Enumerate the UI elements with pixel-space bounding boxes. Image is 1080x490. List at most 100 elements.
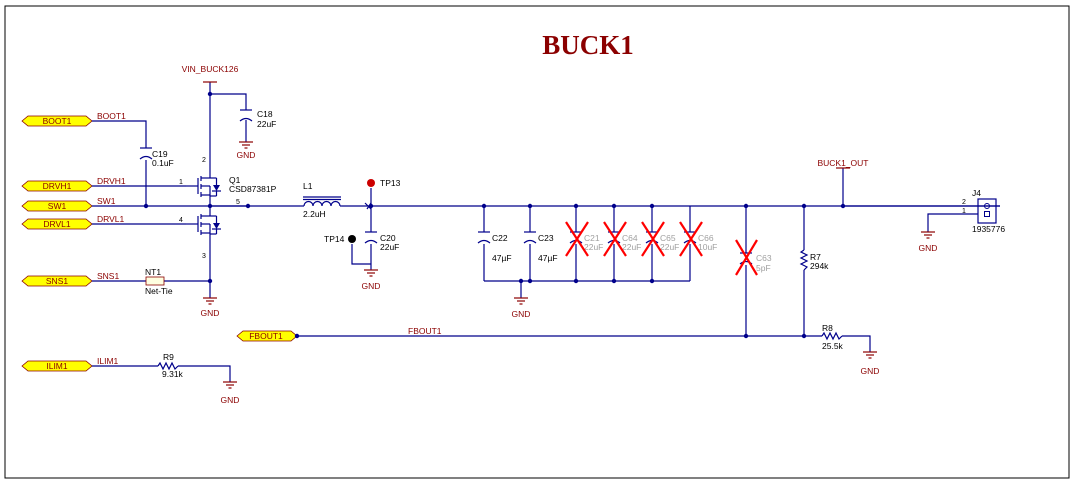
ground-c18: GND <box>237 141 256 160</box>
testpoint-tp13[interactable]: TP13 <box>367 178 401 188</box>
q1-pin-2: 2 <box>202 157 206 164</box>
port-boot1[interactable]: BOOT1 <box>21 115 93 127</box>
ground-r8: GND <box>861 351 880 376</box>
j4-pin-2: 2 <box>962 199 966 206</box>
j4-value: 1935776 <box>972 224 1005 234</box>
dnp-mark <box>641 221 665 257</box>
resistor-r8[interactable]: R8 25.5k <box>821 323 844 351</box>
connector-j4[interactable]: J4 1935776 2 1 <box>962 188 1005 234</box>
vin-net-label: VIN_BUCK126 <box>182 64 239 74</box>
net-label-boot1: BOOT1 <box>97 111 126 121</box>
gnd-label: GND <box>237 150 256 160</box>
r8-value: 25.5k <box>822 341 844 351</box>
c23-ref: C23 <box>538 233 554 243</box>
port-ilim1[interactable]: ILIM1 <box>21 360 93 372</box>
c21-ref: C21 <box>584 233 600 243</box>
c22-value: 47µF <box>492 253 512 263</box>
capacitor-c20[interactable]: C20 22uF <box>364 231 399 252</box>
gnd-label: GND <box>362 281 381 291</box>
wires <box>92 82 1000 382</box>
port-label: BOOT1 <box>43 116 72 126</box>
l1-value: 2.2uH <box>303 209 326 219</box>
q1-ref: Q1 <box>229 175 241 185</box>
mosfet-q1[interactable]: Q1 CSD87381P 2 1 5 4 3 <box>179 157 277 260</box>
q1-pin-5: 5 <box>236 199 240 206</box>
resistor-r9[interactable]: R9 9.31k <box>157 352 184 379</box>
capacitor-c66-dnp[interactable]: C66 10uF <box>679 221 717 257</box>
nt1-value: Net-Tie <box>145 286 173 296</box>
net-label-fbout1: FBOUT1 <box>408 326 442 336</box>
q1-pin-4: 4 <box>179 217 183 224</box>
gnd-label: GND <box>919 243 938 253</box>
c19-ref: C19 <box>152 149 168 159</box>
port-sw1[interactable]: SW1 <box>21 200 93 212</box>
c66-ref: C66 <box>698 233 714 243</box>
ground-c20: GND <box>362 269 381 291</box>
capacitor-c63-dnp[interactable]: C63 5pF <box>735 239 772 276</box>
c22-ref: C22 <box>492 233 508 243</box>
j4-ref: J4 <box>972 188 981 198</box>
c65-value: 22uF <box>660 242 679 252</box>
c19-value: 0.1uF <box>152 158 174 168</box>
port-label: SW1 <box>48 201 67 211</box>
net-label-sw1: SW1 <box>97 196 116 206</box>
capacitor-c22[interactable]: C22 47µF <box>477 231 512 263</box>
c18-ref: C18 <box>257 109 273 119</box>
c63-ref: C63 <box>756 253 772 263</box>
r7-ref: R7 <box>810 252 821 262</box>
r8-ref: R8 <box>822 323 833 333</box>
port-drvl1[interactable]: DRVL1 <box>21 218 93 230</box>
dnp-mark <box>735 239 758 276</box>
ground-output-caps: GND <box>512 297 530 319</box>
dnp-mark <box>603 221 627 257</box>
c21-value: 22uF <box>584 242 603 252</box>
c64-ref: C64 <box>622 233 638 243</box>
capacitor-c18[interactable]: C18 22uF <box>239 109 276 129</box>
buck-out-power-flag: BUCK1_OUT <box>817 158 869 169</box>
capacitor-c19[interactable]: C19 0.1uF <box>139 147 174 168</box>
c18-value: 22uF <box>257 119 276 129</box>
capacitor-c21-dnp[interactable]: C21 22uF <box>565 221 603 257</box>
schematic-title: BUCK1 <box>542 30 634 60</box>
ground-q1: GND <box>201 297 220 318</box>
junctions <box>143 91 846 339</box>
tp14-ref: TP14 <box>324 234 345 244</box>
net-tie-nt1[interactable]: NT1 Net-Tie <box>145 267 173 296</box>
inductor-l1[interactable]: L1 2.2uH <box>300 181 342 219</box>
r9-value: 9.31k <box>162 369 184 379</box>
l1-ref: L1 <box>303 181 313 191</box>
gnd-label: GND <box>201 308 220 318</box>
ground-r9: GND <box>221 381 239 405</box>
port-label: SNS1 <box>46 276 68 286</box>
buck-out-net-label: BUCK1_OUT <box>817 158 868 168</box>
capacitor-c65-dnp[interactable]: C65 22uF <box>641 221 679 257</box>
port-fbout1[interactable]: FBOUT1 <box>236 330 298 342</box>
port-label: FBOUT1 <box>249 331 283 341</box>
sw-node-marker <box>364 202 372 210</box>
c65-ref: C65 <box>660 233 676 243</box>
net-label-drvh1: DRVH1 <box>97 176 126 186</box>
net-label-ilim1: ILIM1 <box>97 356 119 366</box>
dnp-mark <box>565 221 589 257</box>
capacitor-c64-dnp[interactable]: C64 22uF <box>603 221 641 257</box>
q1-pin-3: 3 <box>202 253 206 260</box>
port-label: DRVH1 <box>43 181 72 191</box>
net-label-sns1: SNS1 <box>97 271 119 281</box>
c66-value: 10uF <box>698 242 717 252</box>
j4-pin-1: 1 <box>962 208 966 215</box>
port-label: ILIM1 <box>46 361 68 371</box>
gnd-label: GND <box>861 366 880 376</box>
capacitor-c23[interactable]: C23 47µF <box>523 231 558 263</box>
port-sns1[interactable]: SNS1 <box>21 275 93 287</box>
c20-ref: C20 <box>380 233 396 243</box>
q1-pin-1: 1 <box>179 179 183 186</box>
resistor-r7[interactable]: R7 294k <box>799 249 829 271</box>
c64-value: 22uF <box>622 242 641 252</box>
frame-border <box>4 5 1070 479</box>
port-drvh1[interactable]: DRVH1 <box>21 180 93 192</box>
c20-value: 22uF <box>380 242 399 252</box>
c23-value: 47µF <box>538 253 558 263</box>
ground-j4: GND <box>919 231 938 253</box>
testpoint-tp14[interactable]: TP14 <box>324 234 356 244</box>
